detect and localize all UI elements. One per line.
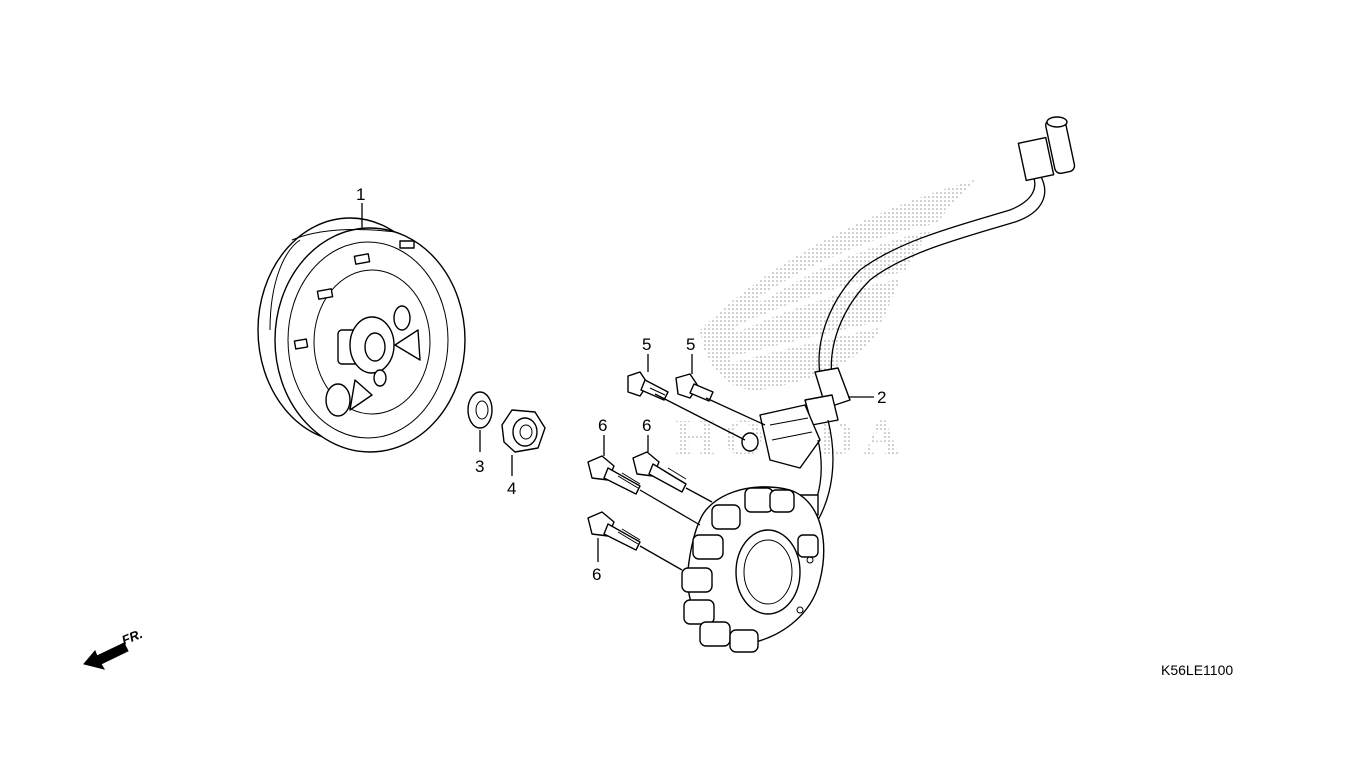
callout-6b: 6	[642, 416, 651, 435]
front-label: FR.	[120, 626, 145, 648]
diagram-code: K56LE1100	[1161, 662, 1233, 678]
part-6-bolt-b[interactable]	[632, 451, 687, 493]
callout-2: 2	[877, 388, 886, 407]
callout-3: 3	[475, 457, 484, 476]
callout-6a: 6	[598, 416, 607, 435]
callout-5b: 5	[686, 335, 695, 354]
callout-5a: 5	[642, 335, 651, 354]
honda-wing-watermark	[700, 180, 975, 391]
part-1-flywheel[interactable]	[257, 217, 466, 453]
callout-1: 1	[356, 185, 365, 204]
part-4-nut[interactable]	[501, 409, 546, 453]
front-direction-arrow-icon	[83, 642, 129, 670]
part-6-bolt-a[interactable]	[587, 455, 641, 495]
callout-6c: 6	[592, 565, 601, 584]
part-5-bolt-a[interactable]	[627, 371, 669, 401]
leader-lines	[361, 203, 874, 571]
callout-4: 4	[507, 479, 516, 498]
part-2-stator-harness[interactable]	[681, 116, 1076, 653]
part-3-washer[interactable]	[467, 391, 493, 429]
part-6-bolt-c[interactable]	[587, 511, 641, 551]
part-5-bolt-b[interactable]	[675, 373, 714, 402]
